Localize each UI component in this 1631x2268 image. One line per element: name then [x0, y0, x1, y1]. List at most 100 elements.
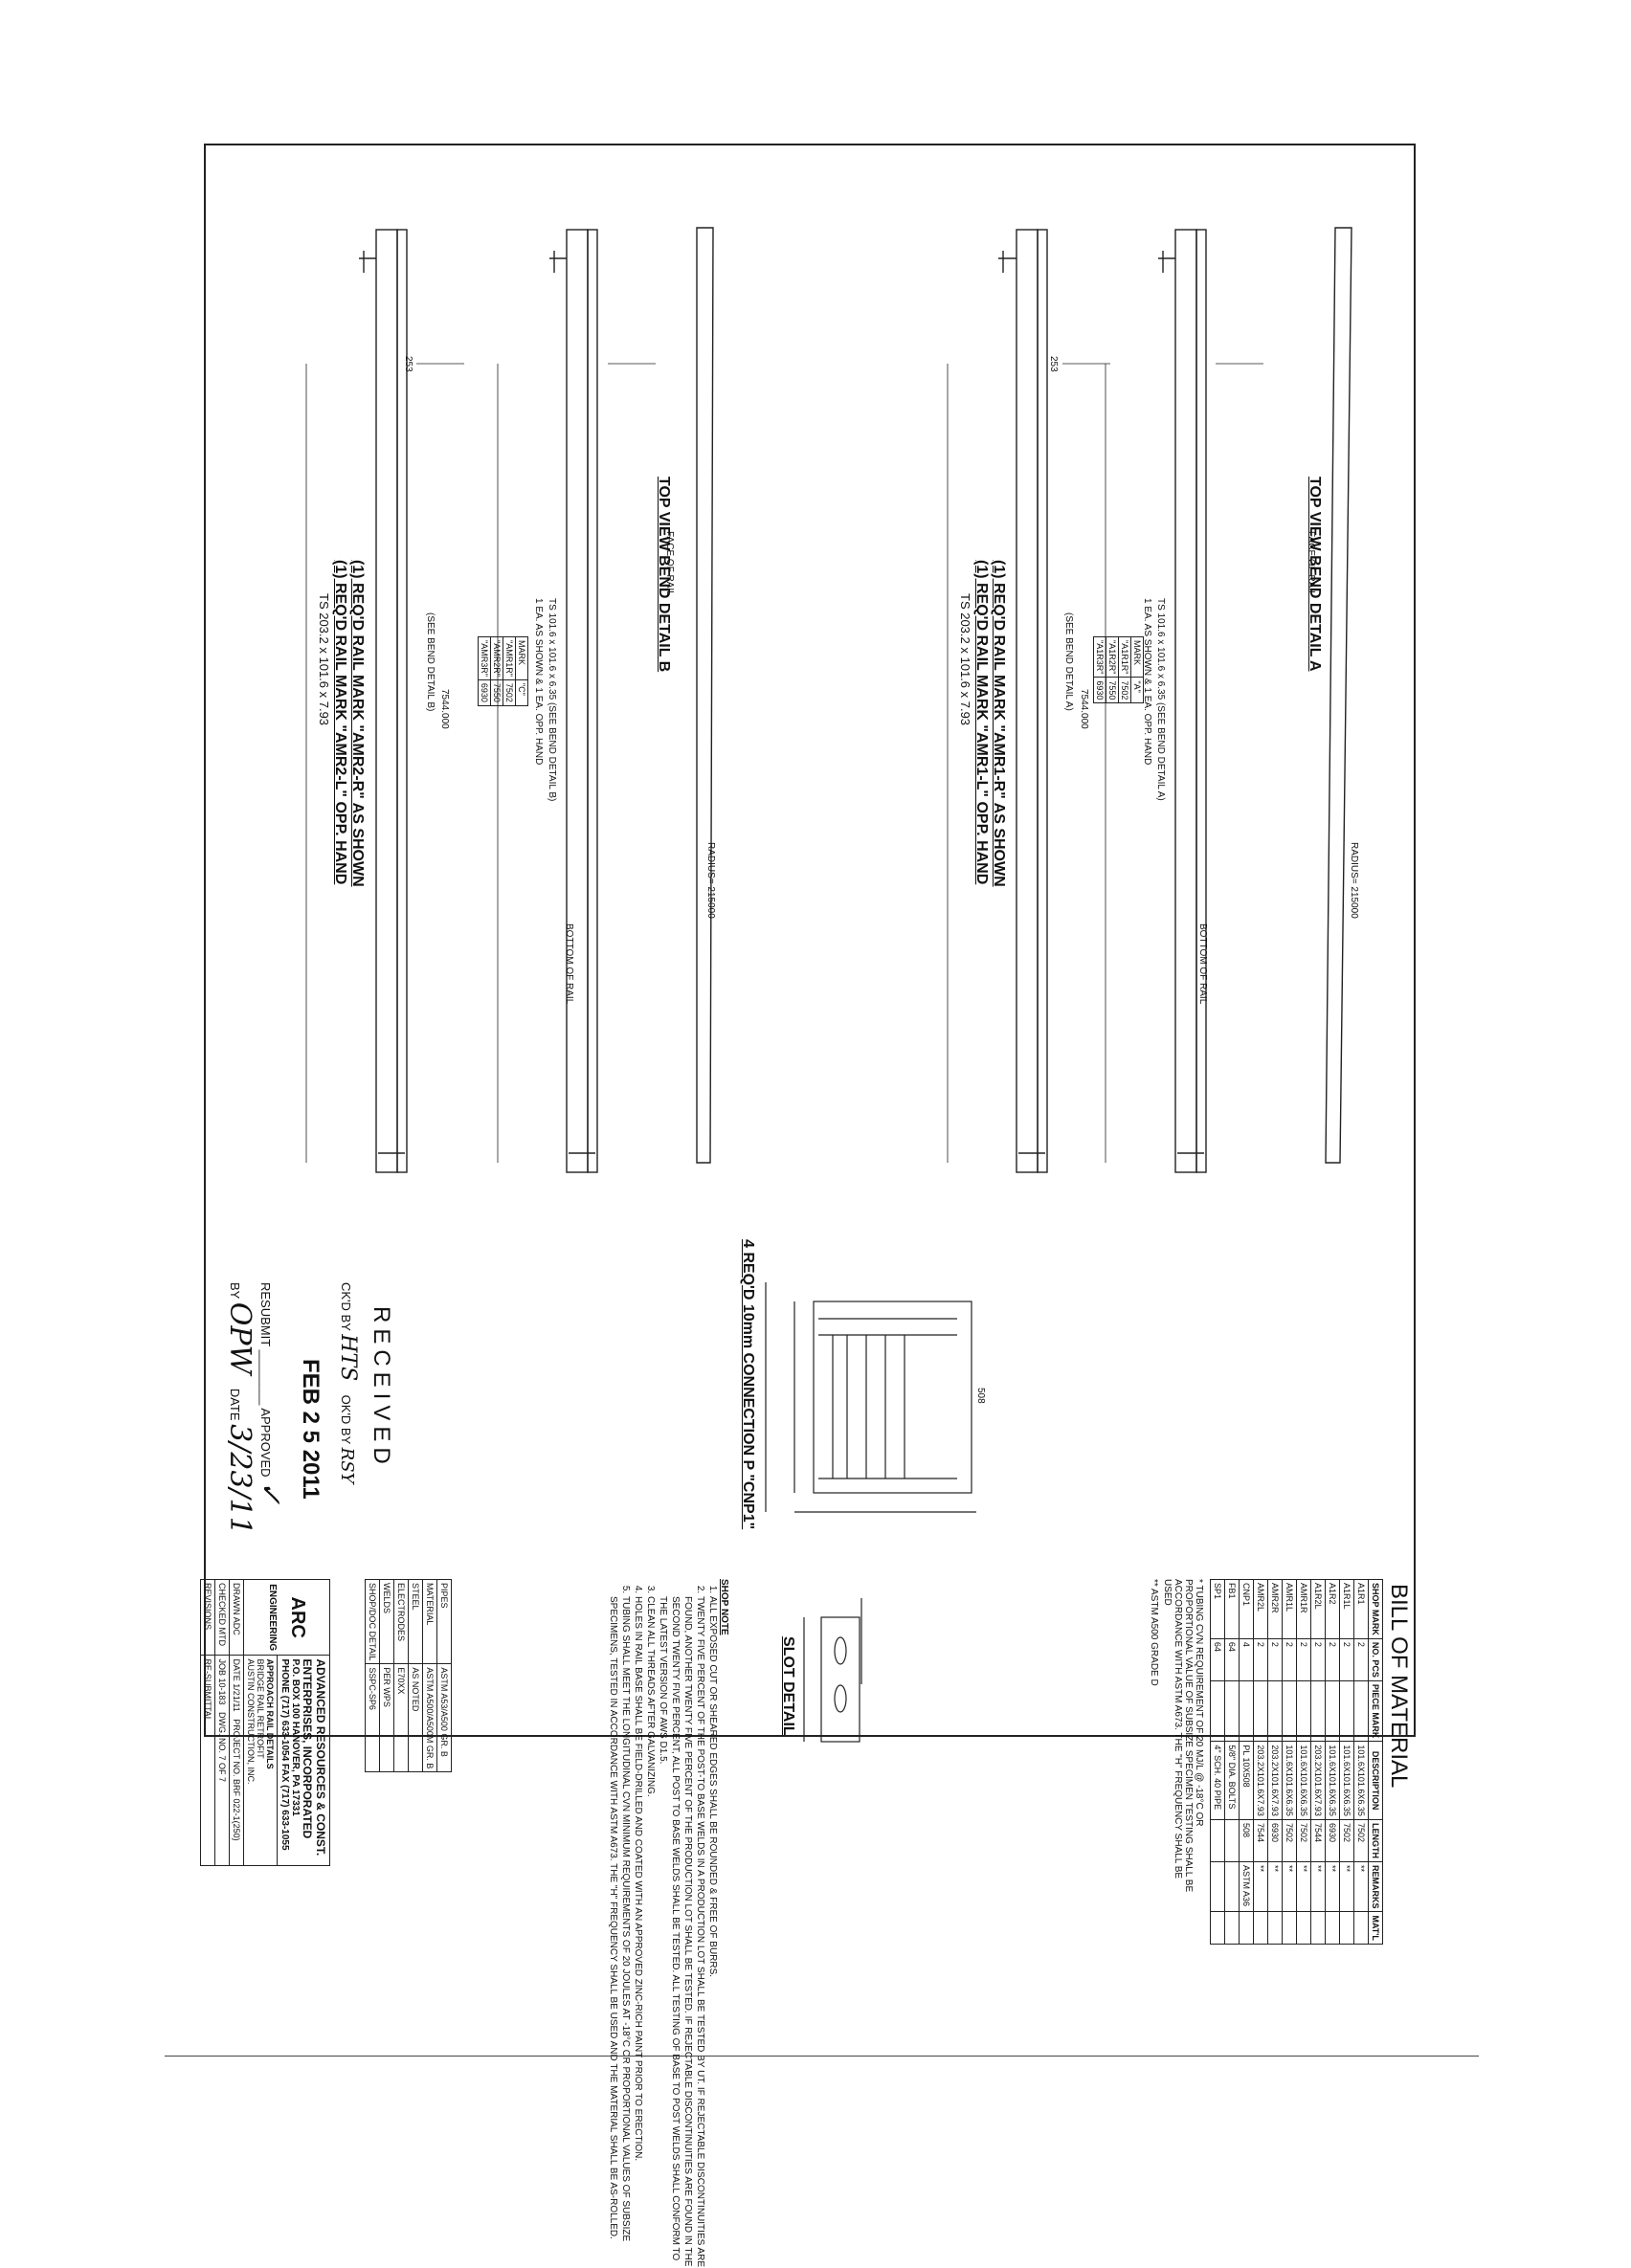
company-line-1: ADVANCED RESOURCES & CONST.: [314, 1658, 327, 1857]
date-hand-label: DATE: [228, 1388, 242, 1421]
table-cell: SSPC-SP6: [365, 1663, 380, 1772]
table-cell: 5/8" DIA. BOLTS: [1224, 1741, 1240, 1820]
table-cell: 7550: [1106, 677, 1119, 703]
table-cell: **: [1339, 1861, 1354, 1912]
okd-label: OK'D BY: [339, 1394, 353, 1445]
table-cell: AMR2L: [1253, 1579, 1268, 1639]
table-cell: 7502: [1282, 1819, 1297, 1862]
rail-top-view-b: [696, 227, 714, 1164]
table-cell: **: [1253, 1861, 1268, 1912]
connection-plate-drawing: [765, 1282, 976, 1513]
table-header-cell: LENGTH: [1368, 1819, 1383, 1862]
mark-row: "A1R1R"7502: [1118, 636, 1131, 703]
slot-detail-title: SLOT DETAIL: [780, 1636, 796, 1736]
table-header-cell: NO. PCS: [1368, 1638, 1383, 1681]
dim-7544-a: 7544.000: [1079, 689, 1089, 729]
drawing-title: APPROACH RAIL DETAILS: [265, 1658, 275, 1769]
table-cell: 2: [1325, 1638, 1340, 1681]
table-cell: "A": [1130, 677, 1144, 703]
table-cell: [1296, 1911, 1311, 1945]
dim-253-a: 253: [1048, 356, 1059, 372]
table-cell: 203.2X101.6X7.93: [1253, 1741, 1268, 1820]
table-cell: **: [1282, 1861, 1297, 1912]
table-cell: 7502: [1353, 1819, 1369, 1862]
job-value: 10-183: [217, 1678, 227, 1705]
table-cell: WELDS: [379, 1579, 394, 1664]
table-cell: [1310, 1680, 1326, 1742]
date-value: 1/21/11: [232, 1683, 241, 1712]
table-cell: 6930: [1093, 677, 1106, 703]
table-cell: ASTM A36: [1239, 1861, 1254, 1912]
table-cell: "AMR3R": [478, 636, 491, 680]
see-detail-a: (SEE BEND DETAIL A): [1063, 612, 1074, 711]
table-cell: AS NOTED: [408, 1663, 423, 1772]
radius-label-b: RADIUS= 215000: [705, 842, 716, 919]
table-cell: [1339, 1680, 1354, 1742]
stamp-received: RECEIVED: [369, 1306, 394, 1470]
size-a2: TS 203.2 x 101.6 x 7.93: [958, 593, 972, 726]
date-label: DATE: [232, 1658, 241, 1681]
by-value: OPW: [223, 1301, 257, 1375]
table-cell: 2: [1282, 1638, 1297, 1681]
stamp-ckd-row: CK'D BY HTS OK'D BY RSY: [336, 1282, 360, 1483]
company-line-2: ENTERPRISES, INCORPORATED: [301, 1658, 314, 1839]
table-cell: [1325, 1911, 1340, 1945]
table-cell: AMR2R: [1267, 1579, 1283, 1639]
table-cell: **: [1267, 1861, 1283, 1912]
table-cell: [1224, 1819, 1240, 1862]
table-cell: 64: [1224, 1638, 1240, 1681]
table-cell: [1224, 1680, 1240, 1742]
sheet-value: 7 OF 7: [217, 1755, 227, 1783]
date-hand-value: 3/23/11: [223, 1424, 257, 1535]
dim-253-b: 253: [403, 356, 413, 372]
table-cell: 64: [1210, 1638, 1225, 1681]
table-cell: [1210, 1819, 1225, 1862]
mark-row: MARK"A": [1130, 636, 1144, 703]
rail-side-view-b2: [375, 229, 398, 1173]
resubmit-label: RESUBMIT: [258, 1282, 273, 1346]
table-cell: PER WPS: [379, 1663, 394, 1772]
contractor: AUSTIN CONSTRUCTION, INC.: [246, 1658, 256, 1785]
req-a2: (1) REQ'D RAIL MARK "AMR1-L" OPP. HAND: [973, 560, 990, 885]
table-cell: [1267, 1911, 1283, 1945]
connection-plate-title: 4 REQ'D 10mm CONNECTION P "CNP1": [740, 1239, 756, 1530]
drawn-value: ADC: [232, 1616, 241, 1635]
table-cell: "A1R3R": [1093, 636, 1106, 678]
job-label: JOB: [217, 1658, 227, 1676]
table-cell: [1339, 1911, 1354, 1945]
mark-table-b: MARK"C""AMR1R"7502"AMR2R"7550"AMR3R"6930: [478, 636, 528, 706]
table-cell: 101.6X101.6X6.35: [1353, 1741, 1369, 1820]
revision-label: REVISIONS: [200, 1579, 215, 1656]
project-no-label: PROJECT NO.: [232, 1719, 241, 1777]
table-cell: PIPES: [436, 1579, 452, 1664]
table-cell: [1310, 1911, 1326, 1945]
table-cell: A1R1L: [1339, 1579, 1354, 1639]
table-cell: MARK: [1130, 636, 1144, 678]
company-address: P.O. BOX 100 HANOVER, PA 17331: [290, 1658, 301, 1816]
approved-check: ✓: [254, 1480, 287, 1505]
drawing-sheet: [204, 144, 1416, 1737]
slot-detail-drawing: [803, 1598, 862, 1743]
table-cell: PL 10X508: [1239, 1741, 1254, 1820]
table-cell: 7544: [1310, 1819, 1326, 1862]
table-cell: 4: [1239, 1638, 1254, 1681]
dim-7544-b: 7544.000: [439, 689, 450, 729]
table-cell: [1224, 1911, 1240, 1945]
table-cell: A1R2: [1325, 1579, 1340, 1639]
table-cell: STEEL: [408, 1579, 423, 1664]
table-cell: 4" SCH. 40 PIPE: [1210, 1741, 1225, 1820]
mark-row: "AMR2R"7550: [490, 636, 503, 706]
table-cell: 7502: [503, 679, 516, 706]
table-cell: "C": [515, 679, 528, 706]
title-block: ARC ENGINEERING ADVANCED RESOURCES & CON…: [200, 1579, 330, 1866]
table-cell: [1296, 1680, 1311, 1742]
table-cell: [1210, 1911, 1225, 1945]
